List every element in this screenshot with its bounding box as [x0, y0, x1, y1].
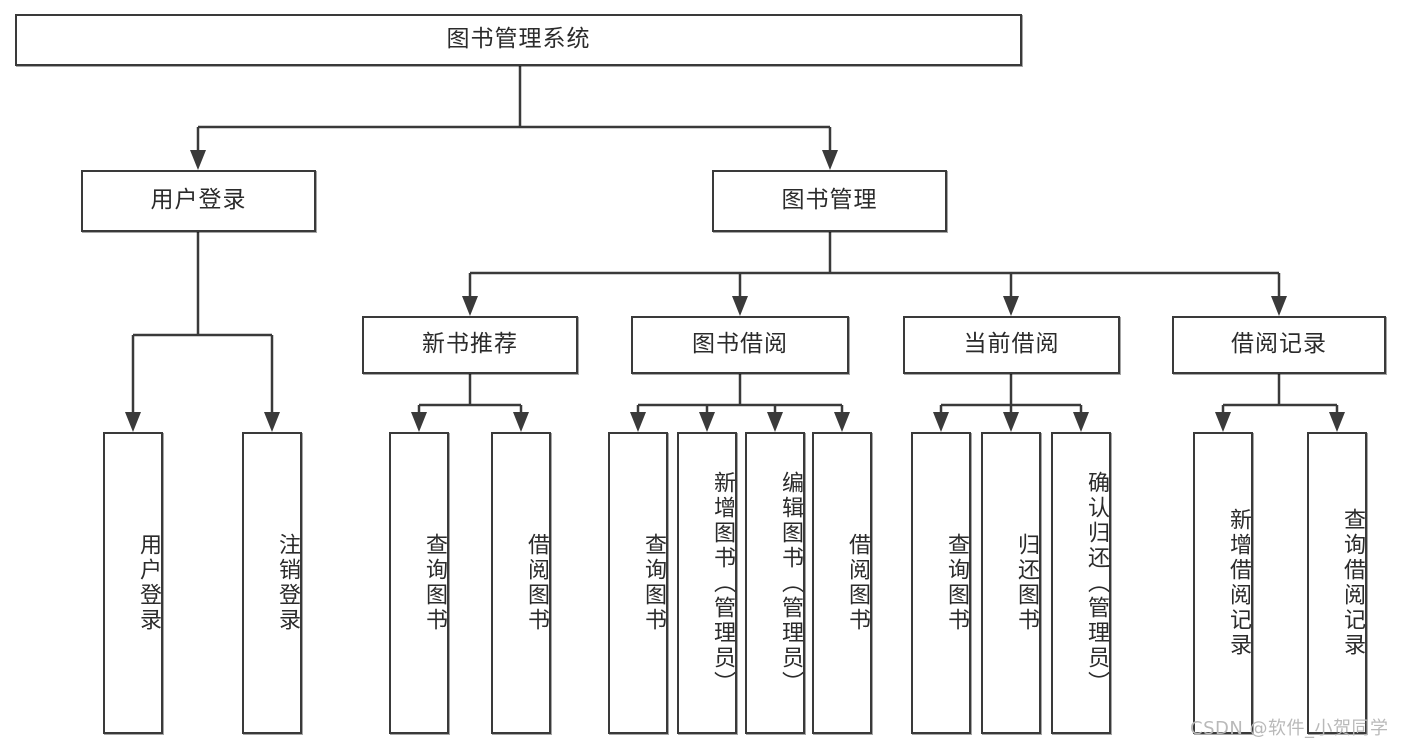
csdn-watermark: CSDN @软件_小贺同学	[1190, 718, 1389, 739]
node-current-borrow[interactable]: 当前借阅	[903, 316, 1120, 374]
arrow-book-borrow-l3	[767, 412, 783, 432]
arrow-to-book-manage	[822, 150, 838, 170]
leaf-book-borrow-query-book[interactable]: 查询图书	[608, 432, 668, 734]
arrow-to-current-borrow	[1003, 296, 1019, 316]
arrow-user-login-child2	[264, 412, 280, 432]
node-label: 图书管理系统	[446, 26, 591, 53]
node-label: 借阅记录	[1231, 331, 1327, 358]
leaf-user-login-logout[interactable]: 注销登录	[242, 432, 302, 734]
node-label: 当前借阅	[963, 331, 1060, 358]
leaf-user-login-login[interactable]: 用户登录	[103, 432, 163, 734]
node-label: 用户登录	[150, 187, 247, 214]
leaf-borrow-record-add-record[interactable]: 新增借阅记录	[1193, 432, 1253, 734]
node-borrow-record[interactable]: 借阅记录	[1172, 316, 1386, 374]
leaf-current-borrow-return-book[interactable]: 归还图书	[981, 432, 1041, 734]
arrow-book-borrow-l1	[630, 412, 646, 432]
arrow-to-user-login	[190, 150, 206, 170]
node-label: 图书管理	[781, 187, 878, 214]
arrow-new-book-l1	[411, 412, 427, 432]
leaf-book-borrow-add-book-admin[interactable]: 新增图书（管理员）	[677, 432, 737, 734]
leaf-label: 用户登录	[136, 533, 161, 633]
node-label: 图书借阅	[692, 331, 788, 358]
leaf-new-book-query-book[interactable]: 查询图书	[389, 432, 449, 734]
leaf-label: 查询图书	[641, 533, 666, 633]
arrow-borrow-record-l2	[1329, 412, 1345, 432]
leaf-label: 确认归还（管理员）	[1084, 470, 1109, 696]
arrow-current-borrow-l3	[1073, 412, 1089, 432]
arrow-current-borrow-l2	[1003, 412, 1019, 432]
arrow-book-borrow-l2	[699, 412, 715, 432]
node-book-management[interactable]: 图书管理	[712, 170, 947, 232]
leaf-label: 借阅图书	[524, 533, 549, 633]
node-new-book-recommend[interactable]: 新书推荐	[362, 316, 578, 374]
leaf-label: 查询图书	[422, 533, 447, 633]
leaf-borrow-record-query-record[interactable]: 查询借阅记录	[1307, 432, 1367, 734]
leaf-label: 新增借阅记录	[1226, 508, 1251, 658]
arrow-borrow-record-l1	[1215, 412, 1231, 432]
arrow-user-login-child1	[125, 412, 141, 432]
leaf-new-book-borrow-book[interactable]: 借阅图书	[491, 432, 551, 734]
node-book-borrow[interactable]: 图书借阅	[631, 316, 849, 374]
leaf-label: 查询图书	[944, 533, 969, 633]
leaf-label: 编辑图书（管理员）	[778, 470, 803, 696]
arrow-new-book-l2	[513, 412, 529, 432]
arrow-to-new-book	[462, 296, 478, 316]
leaf-current-borrow-query-book[interactable]: 查询图书	[911, 432, 971, 734]
arrow-to-borrow-record	[1271, 296, 1287, 316]
arrow-book-borrow-l4	[834, 412, 850, 432]
arrow-current-borrow-l1	[933, 412, 949, 432]
node-root-book-management-system[interactable]: 图书管理系统	[15, 14, 1022, 66]
leaf-label: 查询借阅记录	[1340, 508, 1365, 658]
leaf-label: 借阅图书	[845, 533, 870, 633]
node-label: 新书推荐	[422, 331, 518, 358]
leaf-book-borrow-borrow-book[interactable]: 借阅图书	[812, 432, 872, 734]
leaf-book-borrow-edit-book-admin[interactable]: 编辑图书（管理员）	[745, 432, 805, 734]
leaf-label: 归还图书	[1014, 533, 1039, 633]
leaf-label: 新增图书（管理员）	[710, 470, 735, 696]
leaf-label: 注销登录	[275, 533, 300, 633]
node-user-login[interactable]: 用户登录	[81, 170, 316, 232]
arrow-to-book-borrow	[732, 296, 748, 316]
leaf-current-borrow-confirm-return-admin[interactable]: 确认归还（管理员）	[1051, 432, 1111, 734]
